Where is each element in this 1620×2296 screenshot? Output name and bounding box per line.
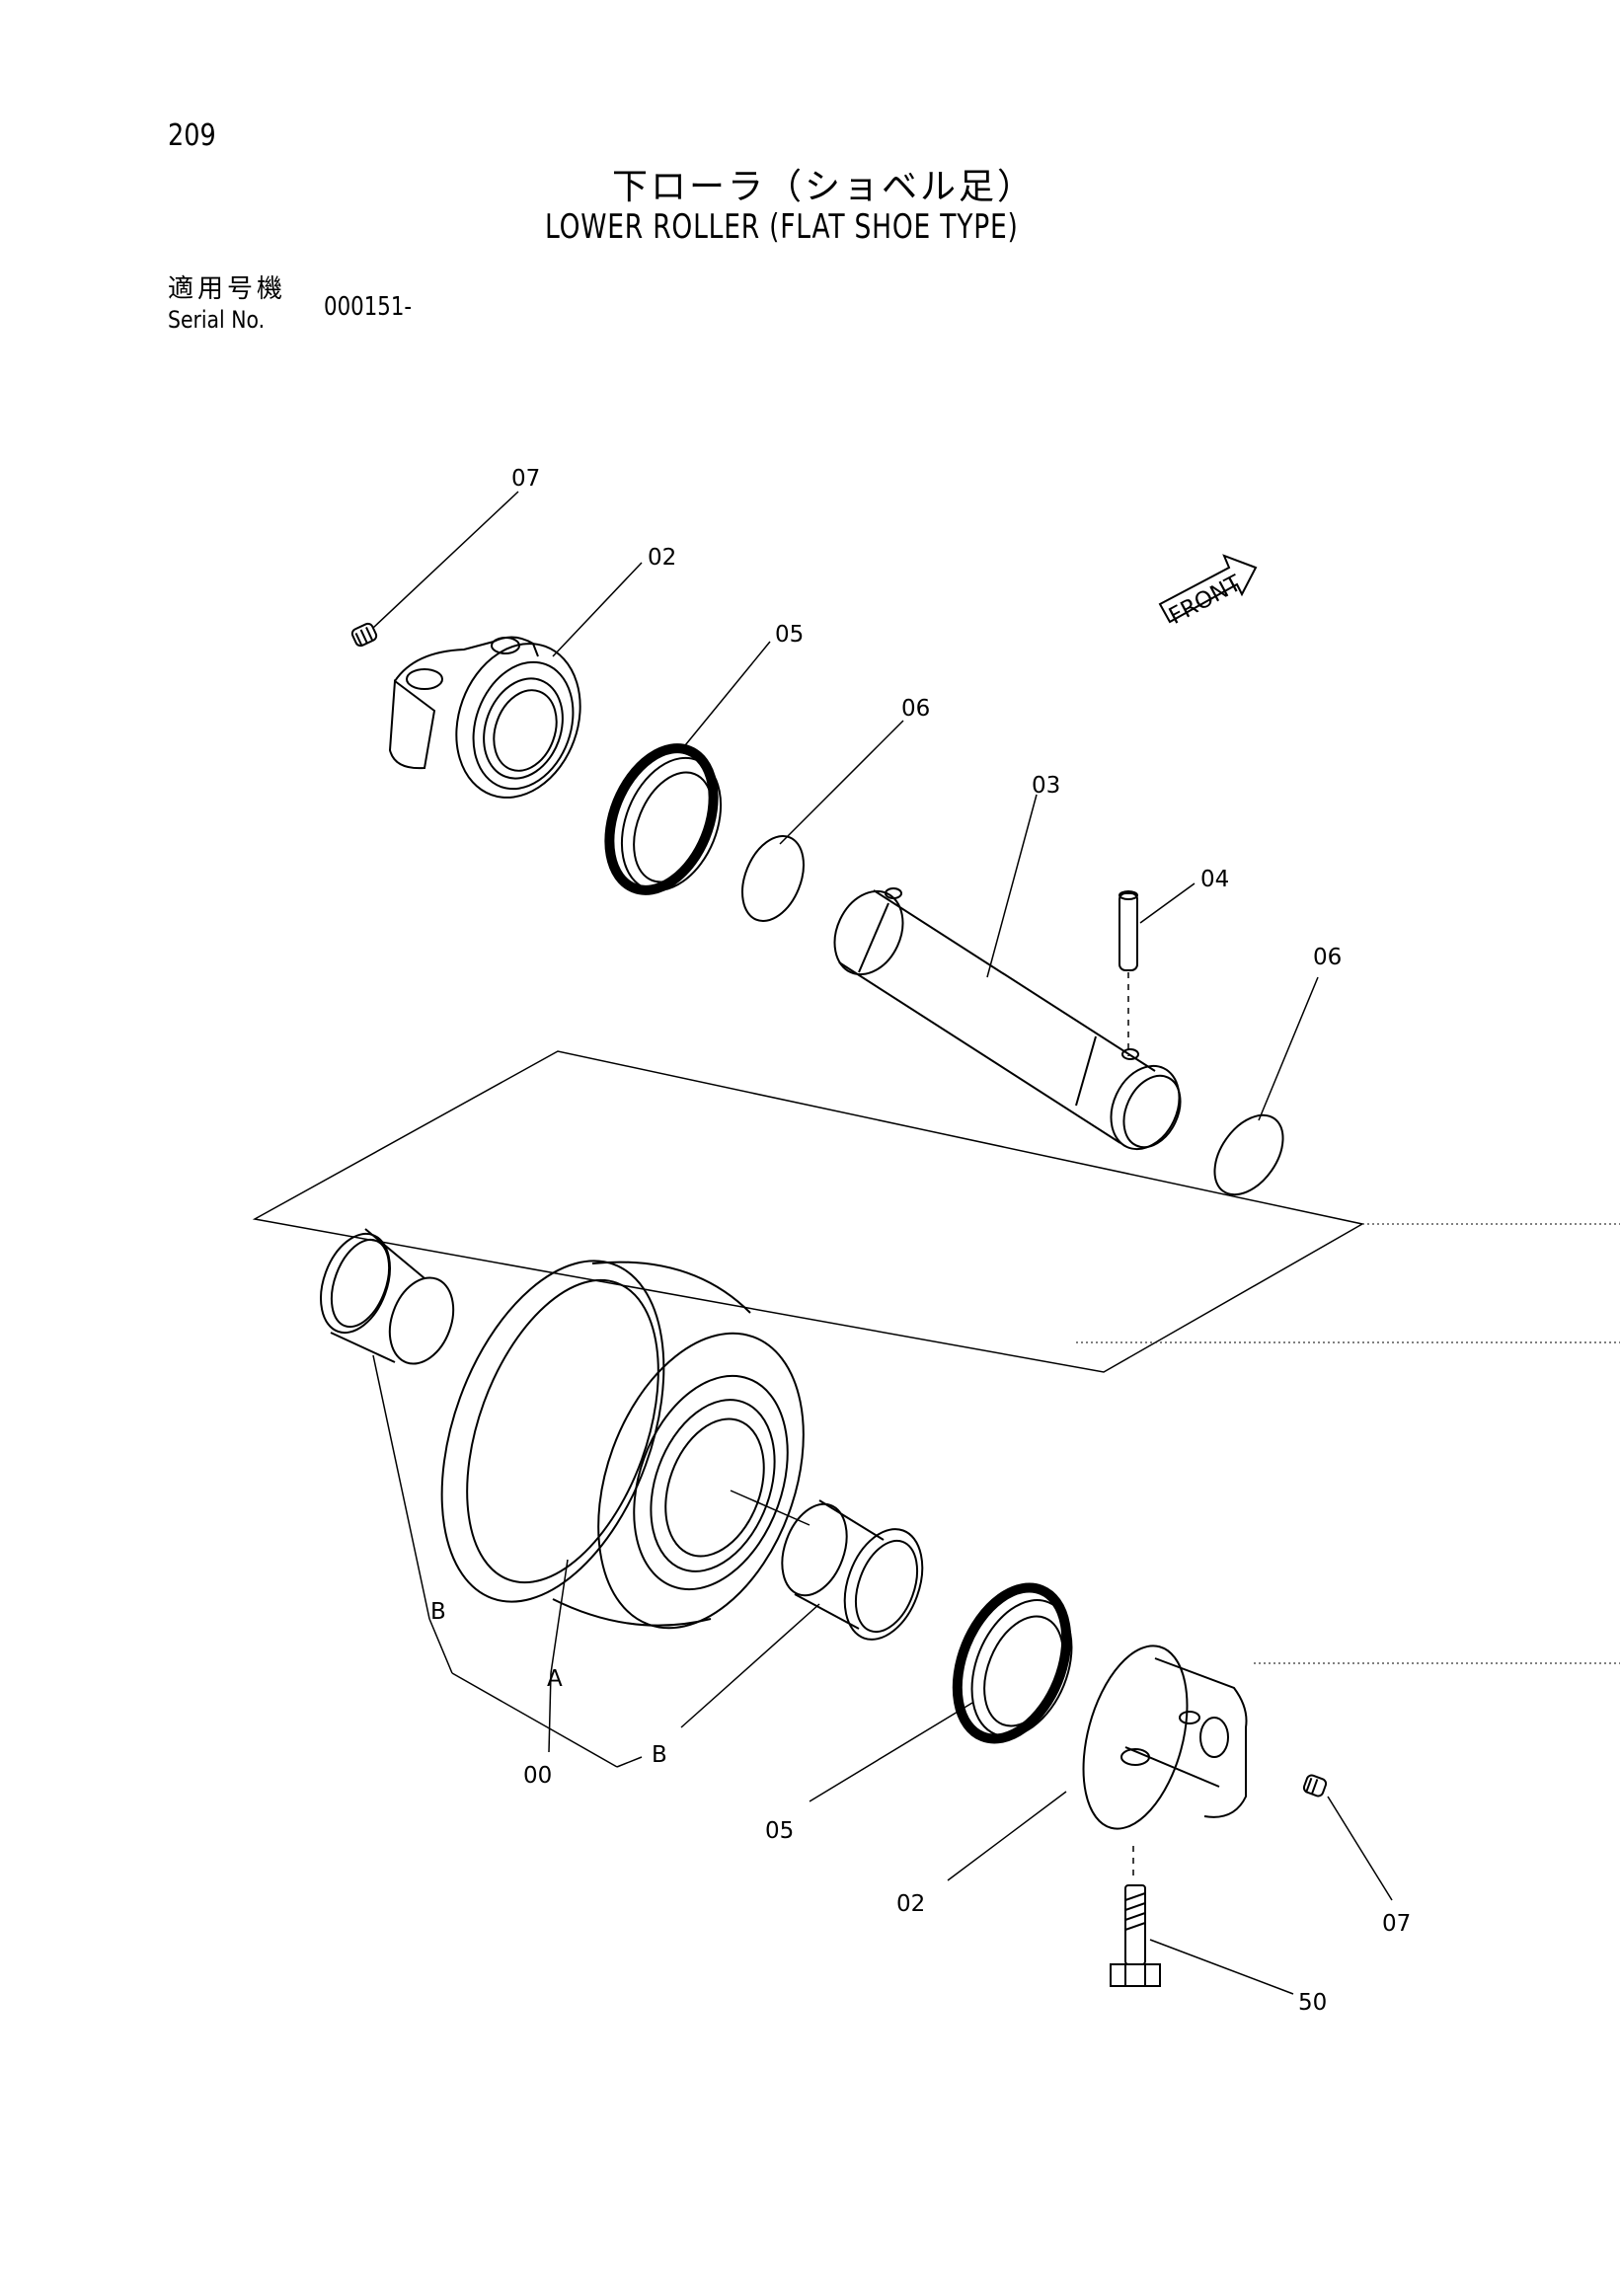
collar-top-part <box>388 636 581 799</box>
shaft-part <box>833 887 1182 1151</box>
callout-06-right: 06 <box>1313 945 1342 970</box>
callout-07-bottom: 07 <box>1382 1911 1411 1937</box>
callout-04: 04 <box>1200 867 1229 892</box>
floating-seal-bottom-part <box>952 1582 1073 1744</box>
callout-02-top: 02 <box>648 545 676 571</box>
callout-a: A <box>547 1666 563 1692</box>
callout-02-bottom: 02 <box>896 1891 925 1917</box>
callout-05-top: 05 <box>775 622 804 648</box>
bushing-right-part <box>781 1499 924 1641</box>
front-arrow-icon: FRONT <box>1158 554 1258 630</box>
assembly-outline <box>252 1050 1365 1373</box>
callout-50: 50 <box>1298 1990 1327 2016</box>
serial-value: 000151- <box>324 292 413 322</box>
bushing-left-part <box>320 1228 455 1365</box>
o-ring-right-part <box>1213 1113 1284 1196</box>
callout-03: 03 <box>1032 773 1060 799</box>
roller-body-part <box>440 1260 810 1630</box>
callout-b-left: B <box>430 1599 446 1625</box>
serial-label: Serial No. <box>168 306 266 334</box>
leader-lines <box>372 491 1393 1995</box>
o-ring-top-part <box>741 834 805 923</box>
collar-bottom-part <box>1082 1645 1248 1830</box>
page-title: LOWER ROLLER (FLAT SHOE TYPE) <box>545 207 1019 247</box>
floating-seal-top-part <box>604 743 723 895</box>
page-title-japanese: 下ローラ（ショベル足） <box>612 167 1037 207</box>
callout-b-right: B <box>652 1742 667 1768</box>
set-screw-bottom-part <box>1302 1774 1328 1798</box>
set-screw-top-part <box>350 622 378 648</box>
callout-05-bottom: 05 <box>765 1818 794 1844</box>
callout-labels: 07 02 05 06 03 04 06 B A 00 B 05 02 07 5… <box>430 466 1411 2016</box>
callout-00: 00 <box>523 1763 552 1789</box>
page-number: 209 <box>168 118 216 153</box>
callout-06-top: 06 <box>901 696 930 722</box>
pin-part <box>1119 890 1138 971</box>
serial-label-japanese: 適用号機 <box>168 274 287 304</box>
callout-07-top: 07 <box>511 466 540 492</box>
bolt-part <box>1110 1884 1161 1987</box>
